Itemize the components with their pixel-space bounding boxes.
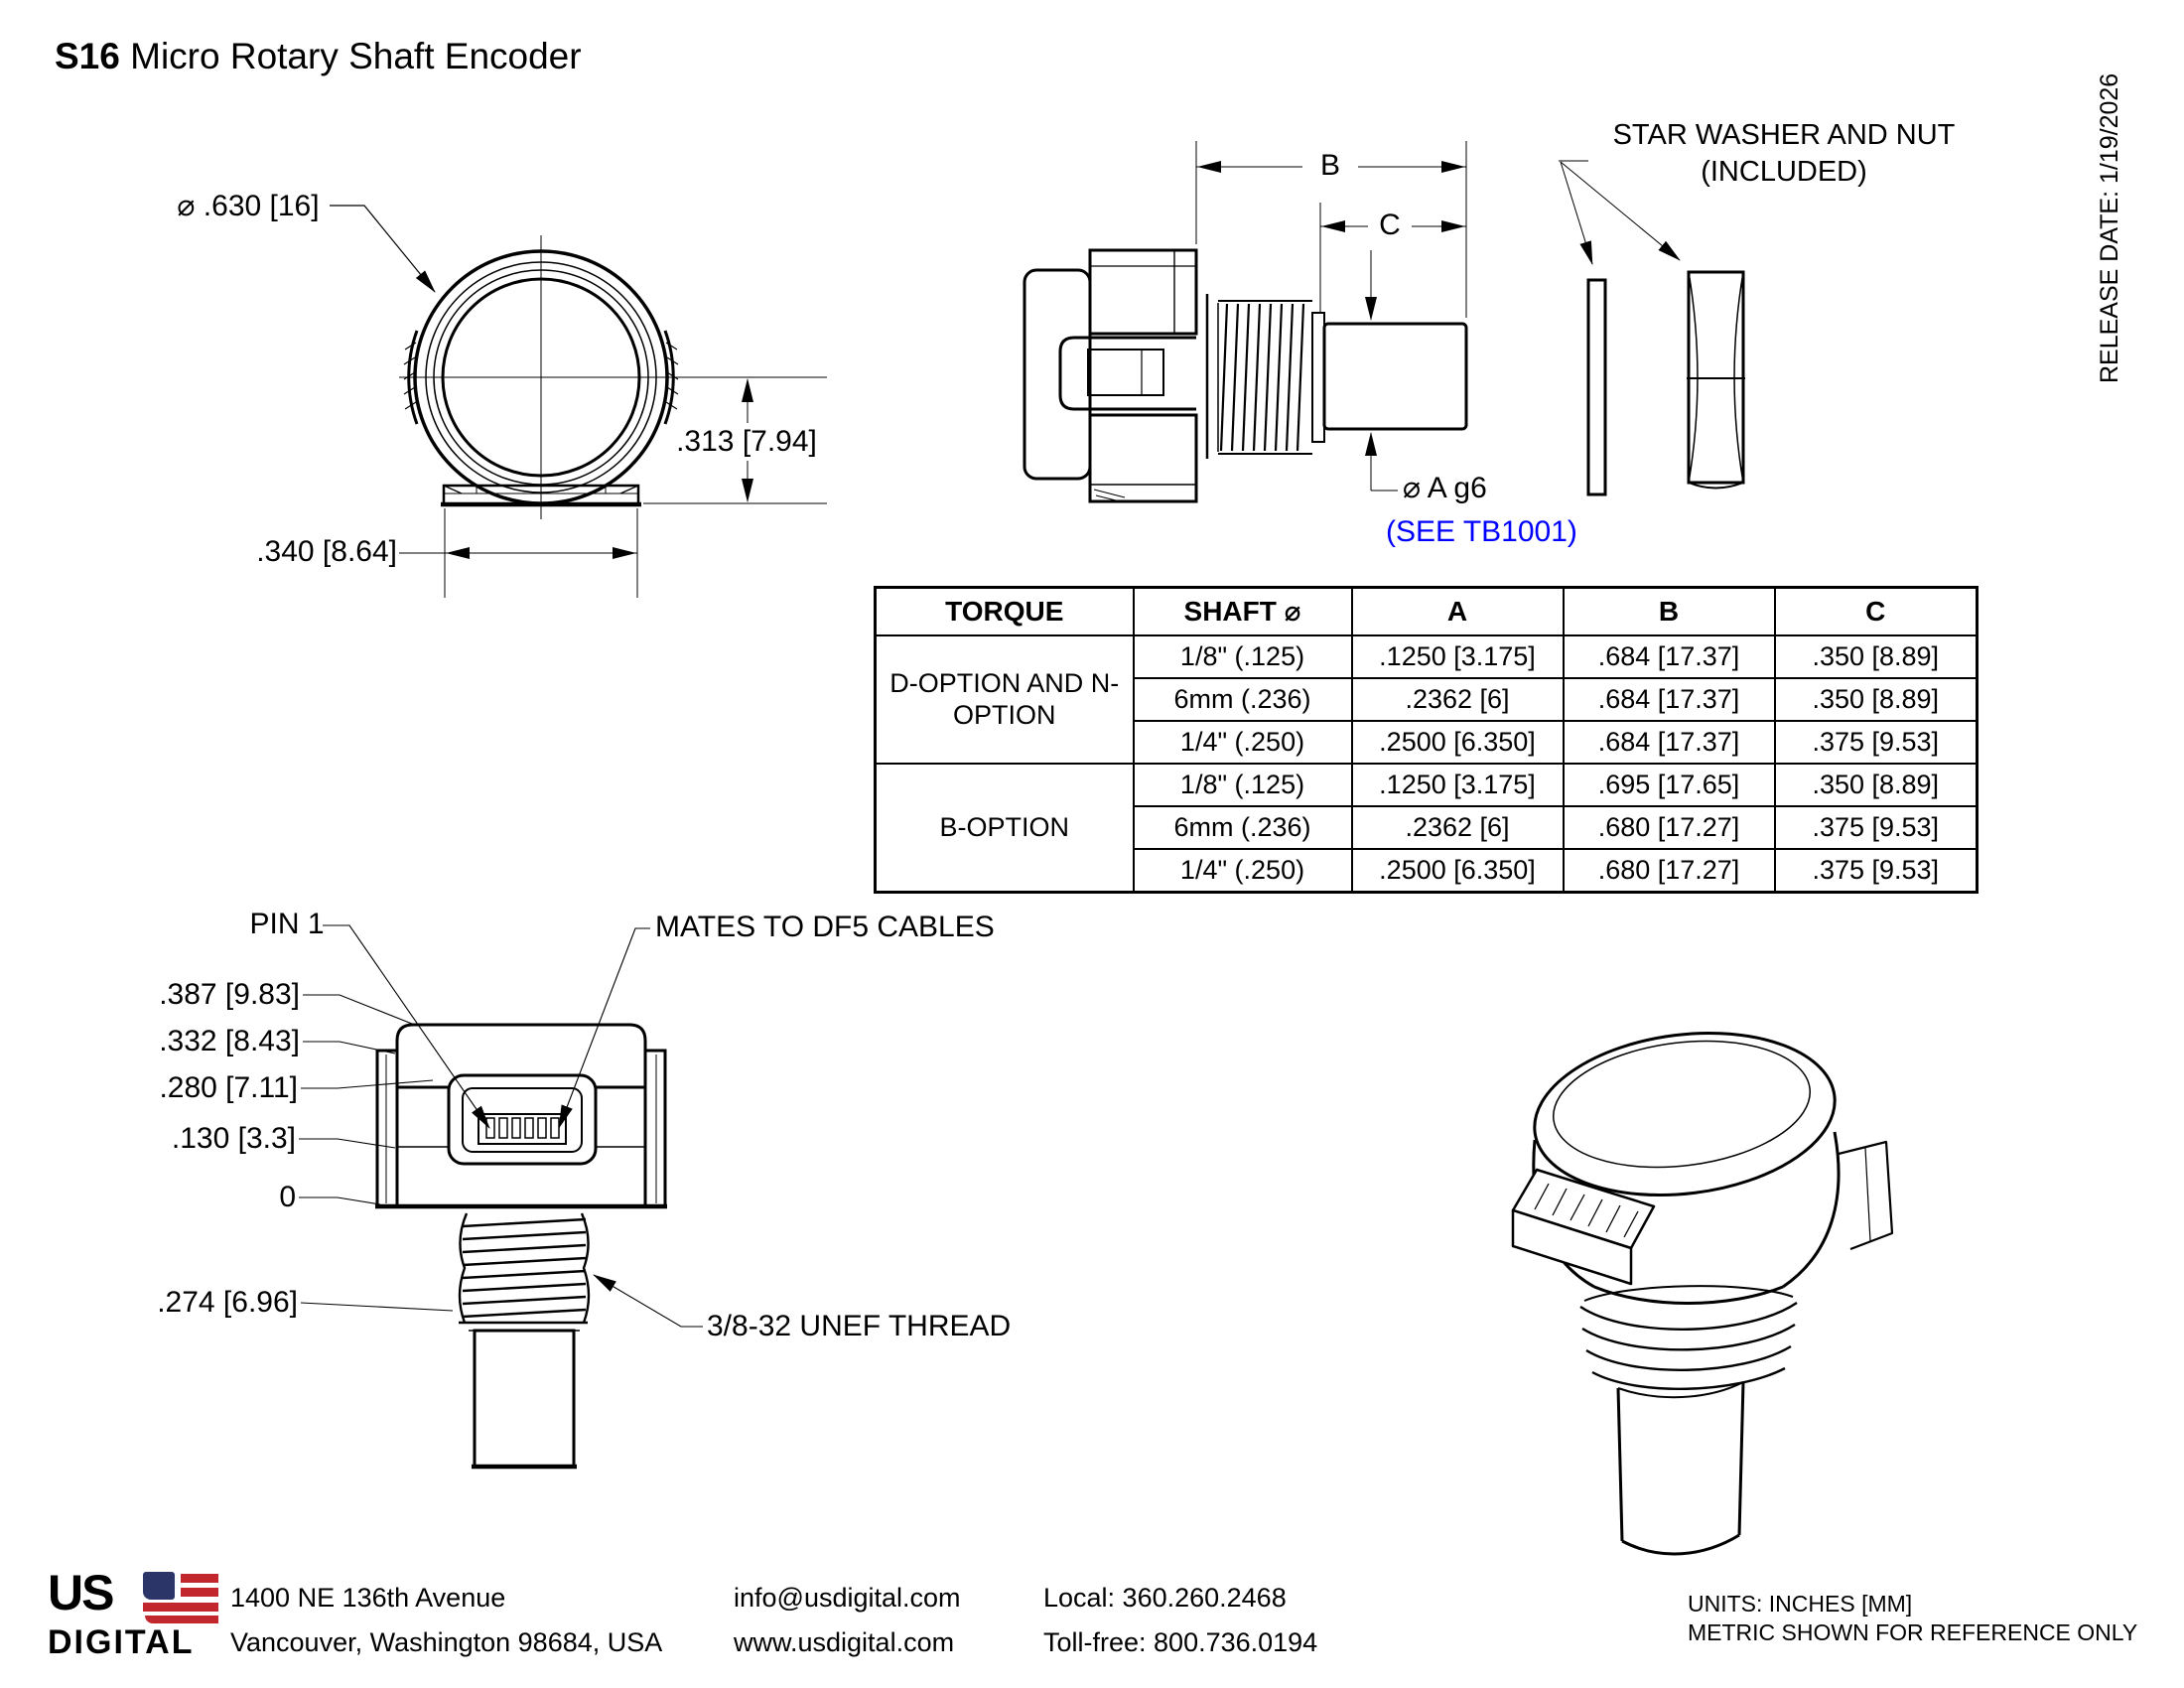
cell-b: .680 [17.27] [1562,805,1776,850]
page-title: S16 Micro Rotary Shaft Encoder [55,36,582,77]
torque-table: TORQUE SHAFT ⌀ A B C D-OPTION AND N-OPTI… [874,586,1979,894]
cell-shaft: 6mm (.236) [1132,805,1353,850]
dim-front-diameter: ⌀ .630 [16] [177,190,320,222]
col-header-shaft: SHAFT ⌀ [1132,586,1353,636]
cell-shaft: 1/4" (.250) [1132,848,1353,894]
units-note: UNITS: INCHES [MM] METRIC SHOWN FOR REFE… [1688,1590,2137,1648]
cell-b: .684 [17.37] [1562,720,1776,765]
dim-b-label: B [1319,149,1341,182]
cell-shaft: 1/8" (.125) [1132,634,1353,679]
cell-a: .1250 [3.175] [1350,763,1565,807]
cell-c: .375 [9.53] [1773,805,1979,850]
dim-274: .274 [6.96] [157,1286,298,1319]
thread-spec-label: 3/8-32 UNEF THREAD [707,1310,1012,1342]
release-date: RELEASE DATE: 1/19/2026 [2096,72,2123,383]
side-view-drawing [1023,141,1745,503]
cell-shaft: 1/8" (.125) [1132,763,1353,807]
cell-b: .684 [17.37] [1562,634,1776,679]
dim-130: .130 [3.3] [171,1122,296,1155]
cell-b: .680 [17.27] [1562,848,1776,894]
website-link[interactable]: www.usdigital.com [734,1627,955,1657]
dim-387: .387 [9.83] [159,978,300,1011]
table-row: 1/4" (.250) .2500 [6.350] .684 [17.37] .… [876,720,1979,765]
group-label-b-option: B-OPTION [874,763,1135,894]
cell-shaft: 1/4" (.250) [1132,720,1353,765]
cell-a: .2500 [6.350] [1350,848,1565,894]
cell-b: .695 [17.65] [1562,763,1776,807]
cell-a: .2500 [6.350] [1350,720,1565,765]
table-row: 6mm (.236) .2362 [6] .680 [17.27] .375 [… [876,805,1979,850]
part-name: Micro Rotary Shaft Encoder [119,36,582,76]
dim-front-width: .340 [8.64] [256,535,397,568]
table-row: D-OPTION AND N-OPTION 1/8" (.125) .1250 … [874,634,1979,765]
col-header-a: A [1350,586,1565,636]
phone-tollfree: Toll-free: 800.736.0194 [1043,1627,1318,1657]
cell-b: .684 [17.37] [1562,677,1776,722]
dim-332: .332 [8.43] [159,1025,300,1057]
washer-nut-note: STAR WASHER AND NUT (INCLUDED) [1613,117,1956,191]
col-header-b: B [1562,586,1776,636]
email-link[interactable]: info@usdigital.com [734,1583,961,1613]
dim-c-label: C [1379,209,1401,241]
col-header-c: C [1773,586,1979,636]
mates-df5-label: MATES TO DF5 CABLES [655,911,995,943]
flag-icon [143,1572,218,1623]
col-header-torque: TORQUE [874,586,1135,636]
table-row: 1/4" (.250) .2500 [6.350] .680 [17.27] .… [876,848,1979,894]
dim-280: .280 [7.11] [159,1071,298,1104]
logo-digital-text: DIGITAL [48,1623,195,1661]
pin1-label: PIN 1 [249,908,325,940]
table-row: 6mm (.236) .2362 [6] .684 [17.37] .350 [… [876,677,1979,722]
table-header-row: TORQUE SHAFT ⌀ A B C [874,586,1979,636]
dim-zero: 0 [279,1181,296,1213]
cell-c: .375 [9.53] [1773,720,1979,765]
front-view-drawing [330,205,827,598]
part-number: S16 [55,36,120,76]
cell-a: .2362 [6] [1350,805,1565,850]
table-row: B-OPTION 1/8" (.125) .1250 [3.175] .695 … [874,763,1979,894]
shaft-note-link[interactable]: (SEE TB1001) [1386,515,1577,548]
cell-shaft: 6mm (.236) [1132,677,1353,722]
washer-nut-note-line2: (INCLUDED) [1701,156,1867,189]
cell-c: .350 [8.89] [1773,677,1979,722]
address-line1: 1400 NE 136th Avenue [230,1583,506,1613]
phone-local: Local: 360.260.2468 [1043,1583,1287,1613]
cell-c: .375 [9.53] [1773,848,1979,894]
cell-c: .350 [8.89] [1773,763,1979,807]
logo-us-text: US [48,1565,114,1620]
cell-c: .350 [8.89] [1773,634,1979,679]
dim-front-height: .313 [7.94] [676,425,817,458]
connector-view-drawing [299,924,703,1470]
washer-nut-note-line1: STAR WASHER AND NUT [1612,119,1956,151]
isometric-view-drawing [1511,1031,1894,1556]
us-digital-logo: US DIGITAL [48,1568,221,1661]
shaft-diameter-label: ⌀ A g6 [1403,472,1487,504]
cell-a: .1250 [3.175] [1350,634,1565,679]
units-line2: METRIC SHOWN FOR REFERENCE ONLY [1688,1619,2138,1646]
group-label-dn-option: D-OPTION AND N-OPTION [874,634,1135,765]
cell-a: .2362 [6] [1350,677,1565,722]
address-line2: Vancouver, Washington 98684, USA [230,1627,663,1657]
units-line1: UNITS: INCHES [MM] [1688,1591,1913,1617]
